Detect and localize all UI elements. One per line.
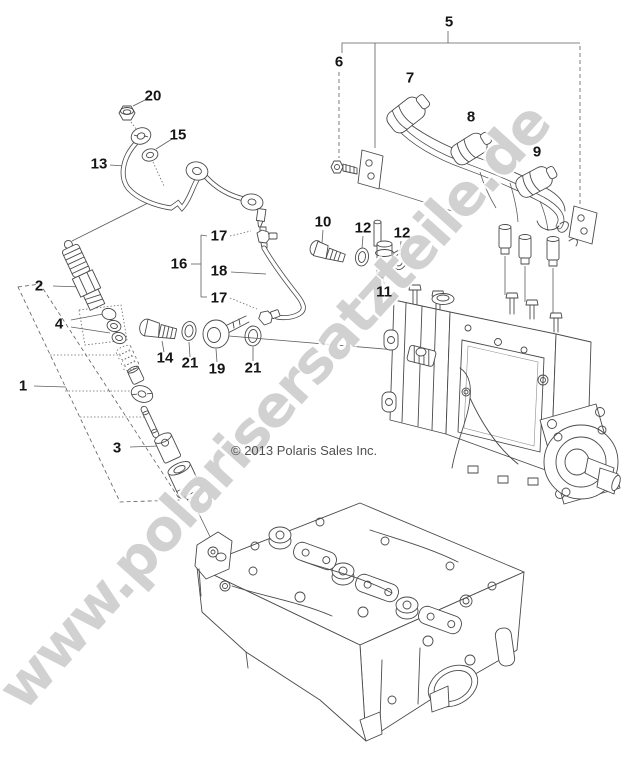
- hose-group-16: [191, 226, 306, 326]
- glow-plug-connectors: [498, 224, 560, 313]
- head-bosses: [268, 526, 419, 620]
- callout-21-b: 21: [244, 359, 262, 377]
- leak-off-line-13: [71, 98, 267, 242]
- callout-6: 6: [334, 53, 344, 71]
- callout-4: 4: [54, 315, 64, 333]
- injector-group-box: [17, 283, 181, 503]
- callout-17-a: 17: [210, 227, 228, 245]
- connector-boot-7: [386, 94, 431, 134]
- callout-5: 5: [444, 13, 454, 31]
- pump-ears: [381, 329, 399, 413]
- callout-12-a: 12: [354, 219, 372, 237]
- cylinder-head: [194, 502, 525, 742]
- connector-boot-9: [515, 166, 558, 198]
- screw-6: [330, 160, 358, 175]
- callout-20: 20: [144, 87, 162, 105]
- callout-12-b: 12: [393, 224, 411, 242]
- callout-2: 2: [34, 277, 44, 295]
- banjo-bolt-10-set: [309, 219, 407, 285]
- washer-12: [354, 247, 370, 267]
- callout-8: 8: [466, 108, 476, 126]
- callout-7: 7: [405, 69, 415, 87]
- injection-pump: [381, 284, 621, 505]
- harness-group-bracket: [338, 31, 581, 206]
- washer-21: [181, 321, 197, 341]
- fitting-17-top: [256, 226, 278, 249]
- callout-18: 18: [210, 262, 228, 280]
- harness-bracket-plate: [357, 149, 453, 212]
- pump-flange: [539, 403, 621, 505]
- callout-14: 14: [156, 349, 174, 367]
- injector-spring: [115, 344, 140, 371]
- injector-cup: [127, 365, 145, 385]
- callout-16: 16: [170, 255, 188, 273]
- banjo-set: [139, 315, 262, 363]
- callout-17-b: 17: [210, 289, 228, 307]
- fitting-17-bottom: [258, 309, 281, 326]
- callout-11: 11: [376, 283, 392, 301]
- union-pipe-11: [373, 219, 394, 278]
- banjo-bolt-tip: [255, 208, 267, 228]
- harness-clip-bracket: [557, 205, 598, 247]
- banjo-bolt-14: [139, 318, 178, 340]
- callout-1: 1: [18, 377, 28, 395]
- injector-pin: [140, 405, 160, 439]
- callout-21-a: 21: [181, 354, 199, 372]
- injector-plate-washer: [130, 385, 154, 403]
- banjo-fitting-19: [202, 315, 250, 349]
- callout-15: 15: [169, 126, 187, 144]
- injector-body-2: [62, 240, 106, 311]
- head-bracket: [194, 531, 233, 580]
- connector-boot-8: [450, 131, 492, 166]
- callout-13: 13: [90, 155, 108, 173]
- banjo-eyelet: [185, 161, 209, 181]
- copyright-text: © 2013 Polaris Sales Inc.: [231, 443, 378, 458]
- callout-19: 19: [208, 360, 226, 378]
- banjo-eyelet: [240, 193, 264, 211]
- harness-assembly: [394, 117, 566, 232]
- nut-20: [118, 105, 136, 121]
- pump-studs: [408, 284, 563, 333]
- callout-10: 10: [314, 213, 332, 231]
- callout-9: 9: [532, 143, 542, 161]
- injector-nozzle-nut: [167, 461, 202, 509]
- injector-seals-4: [101, 307, 127, 345]
- banjo-eyelet: [130, 127, 152, 145]
- banjo-bolt-10: [309, 240, 346, 263]
- callout-3: 3: [112, 439, 122, 457]
- washer-15: [141, 148, 159, 162]
- injector-spacer-3: [154, 432, 182, 464]
- washer-21: [244, 325, 262, 347]
